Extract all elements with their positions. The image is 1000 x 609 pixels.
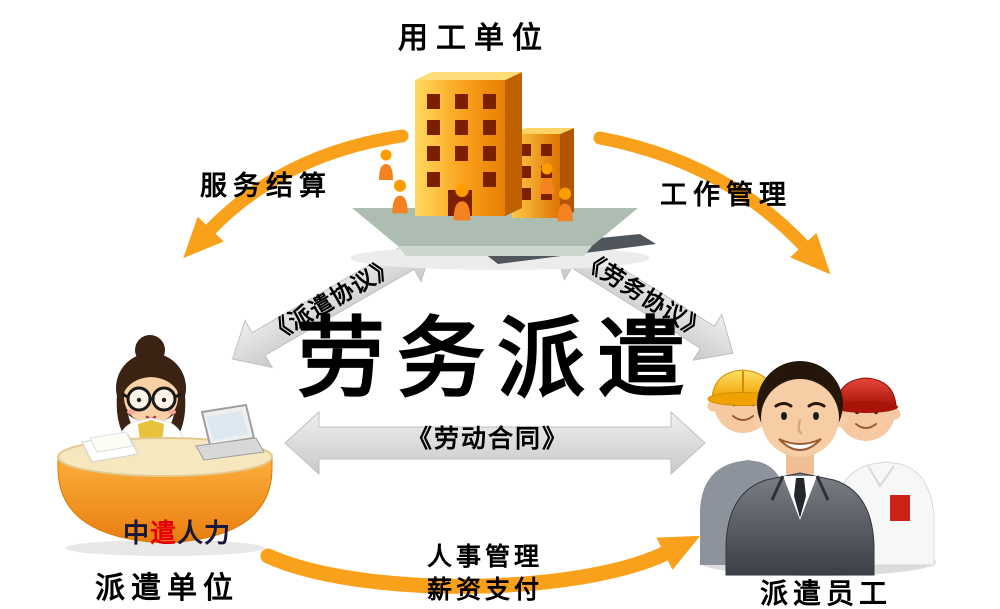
service-settlement-arrow: [183, 129, 409, 259]
labor-contract-arrow: [284, 410, 706, 476]
desk-sign-part1: 中: [122, 519, 150, 549]
desk-sign: 中遣人力: [112, 519, 242, 550]
diagram-title: 劳务派遣: [296, 306, 697, 410]
red-cap-worker: [834, 377, 935, 566]
work-management-arrow: [593, 131, 831, 275]
dispatch-unit-node-label: 派遣单位: [95, 571, 239, 606]
dispatched-employees-illustration: [700, 361, 936, 576]
personnel-salary-arrow: [260, 535, 701, 594]
suited-employee: [725, 361, 875, 576]
desk-sign-part2: 遣: [149, 519, 177, 549]
personnel-management-label: 人事管理: [426, 542, 543, 571]
building-people-figures: [379, 149, 573, 222]
dispatched-employees-node-label: 派遣员工: [760, 577, 893, 609]
labor-contract-label: 《劳动合同》: [406, 424, 569, 453]
employer-building-illustration: [350, 72, 656, 270]
salary-payment-label: 薪资支付: [426, 575, 543, 604]
desk-sign-part3: 人力: [177, 519, 232, 549]
service-settlement-label: 服务结算: [200, 171, 332, 202]
dispatch-unit-clerk-illustration: [57, 335, 273, 556]
work-management-label: 工作管理: [660, 180, 792, 211]
employer-node-label: 用工单位: [398, 21, 550, 56]
